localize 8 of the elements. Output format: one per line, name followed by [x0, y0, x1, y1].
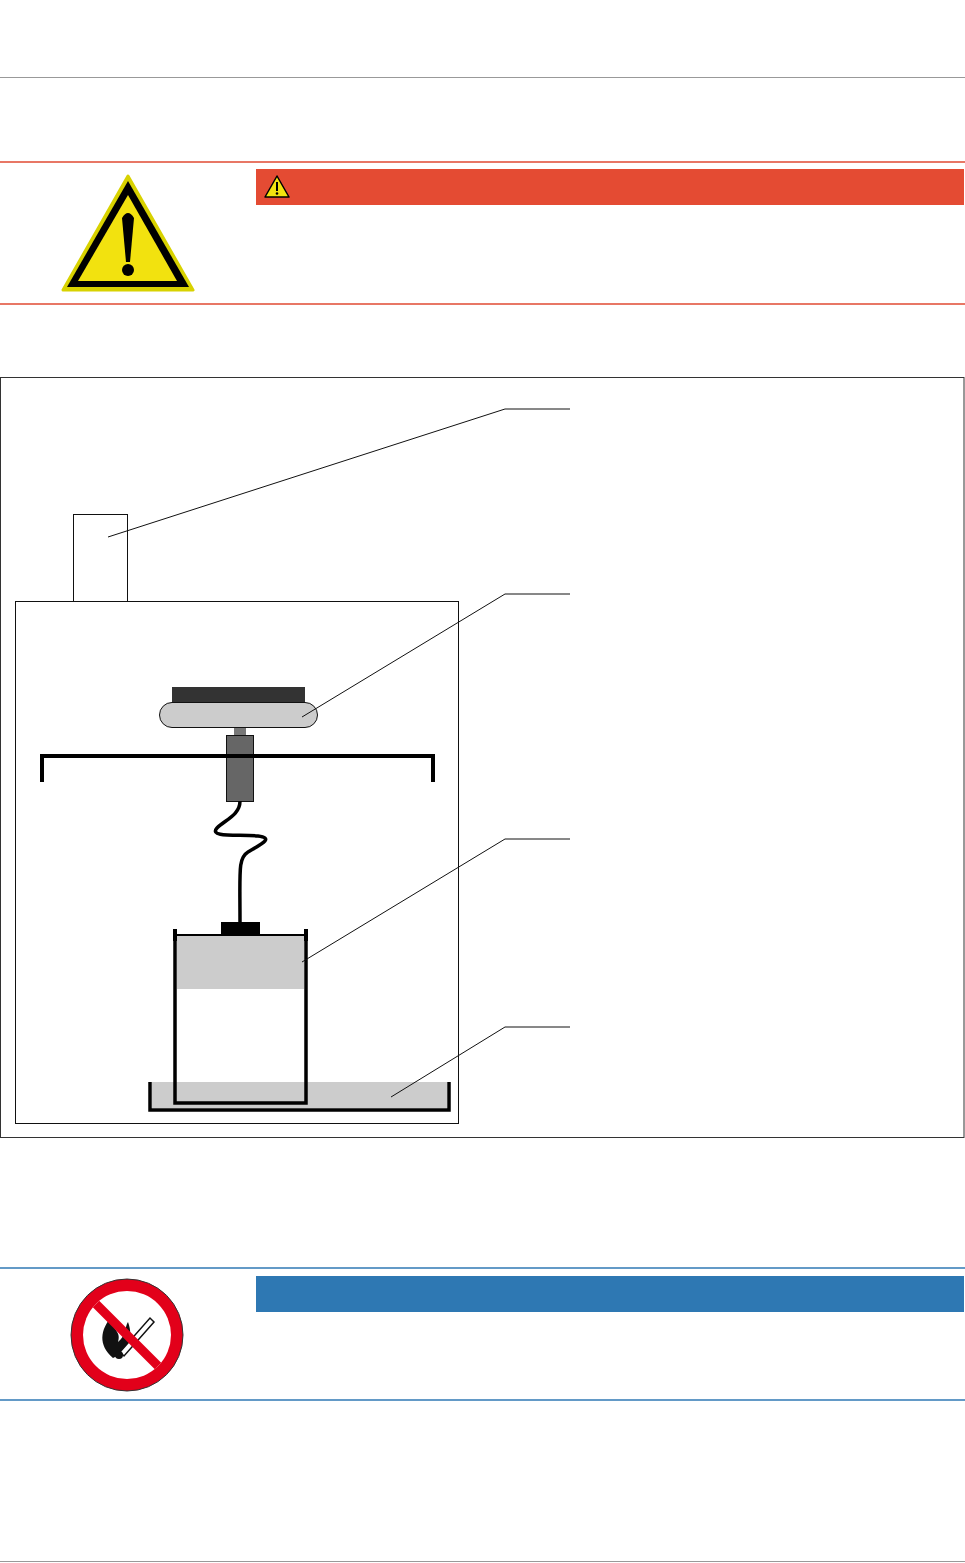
leader-line: [390, 1026, 571, 1098]
leader-line: [301, 838, 571, 963]
chimney: [73, 514, 128, 602]
container-band: [177, 936, 304, 989]
leader-line: [301, 593, 571, 718]
heating-pad: [159, 702, 318, 728]
leader-line: [107, 408, 571, 538]
liquid-tray: [152, 1082, 447, 1108]
